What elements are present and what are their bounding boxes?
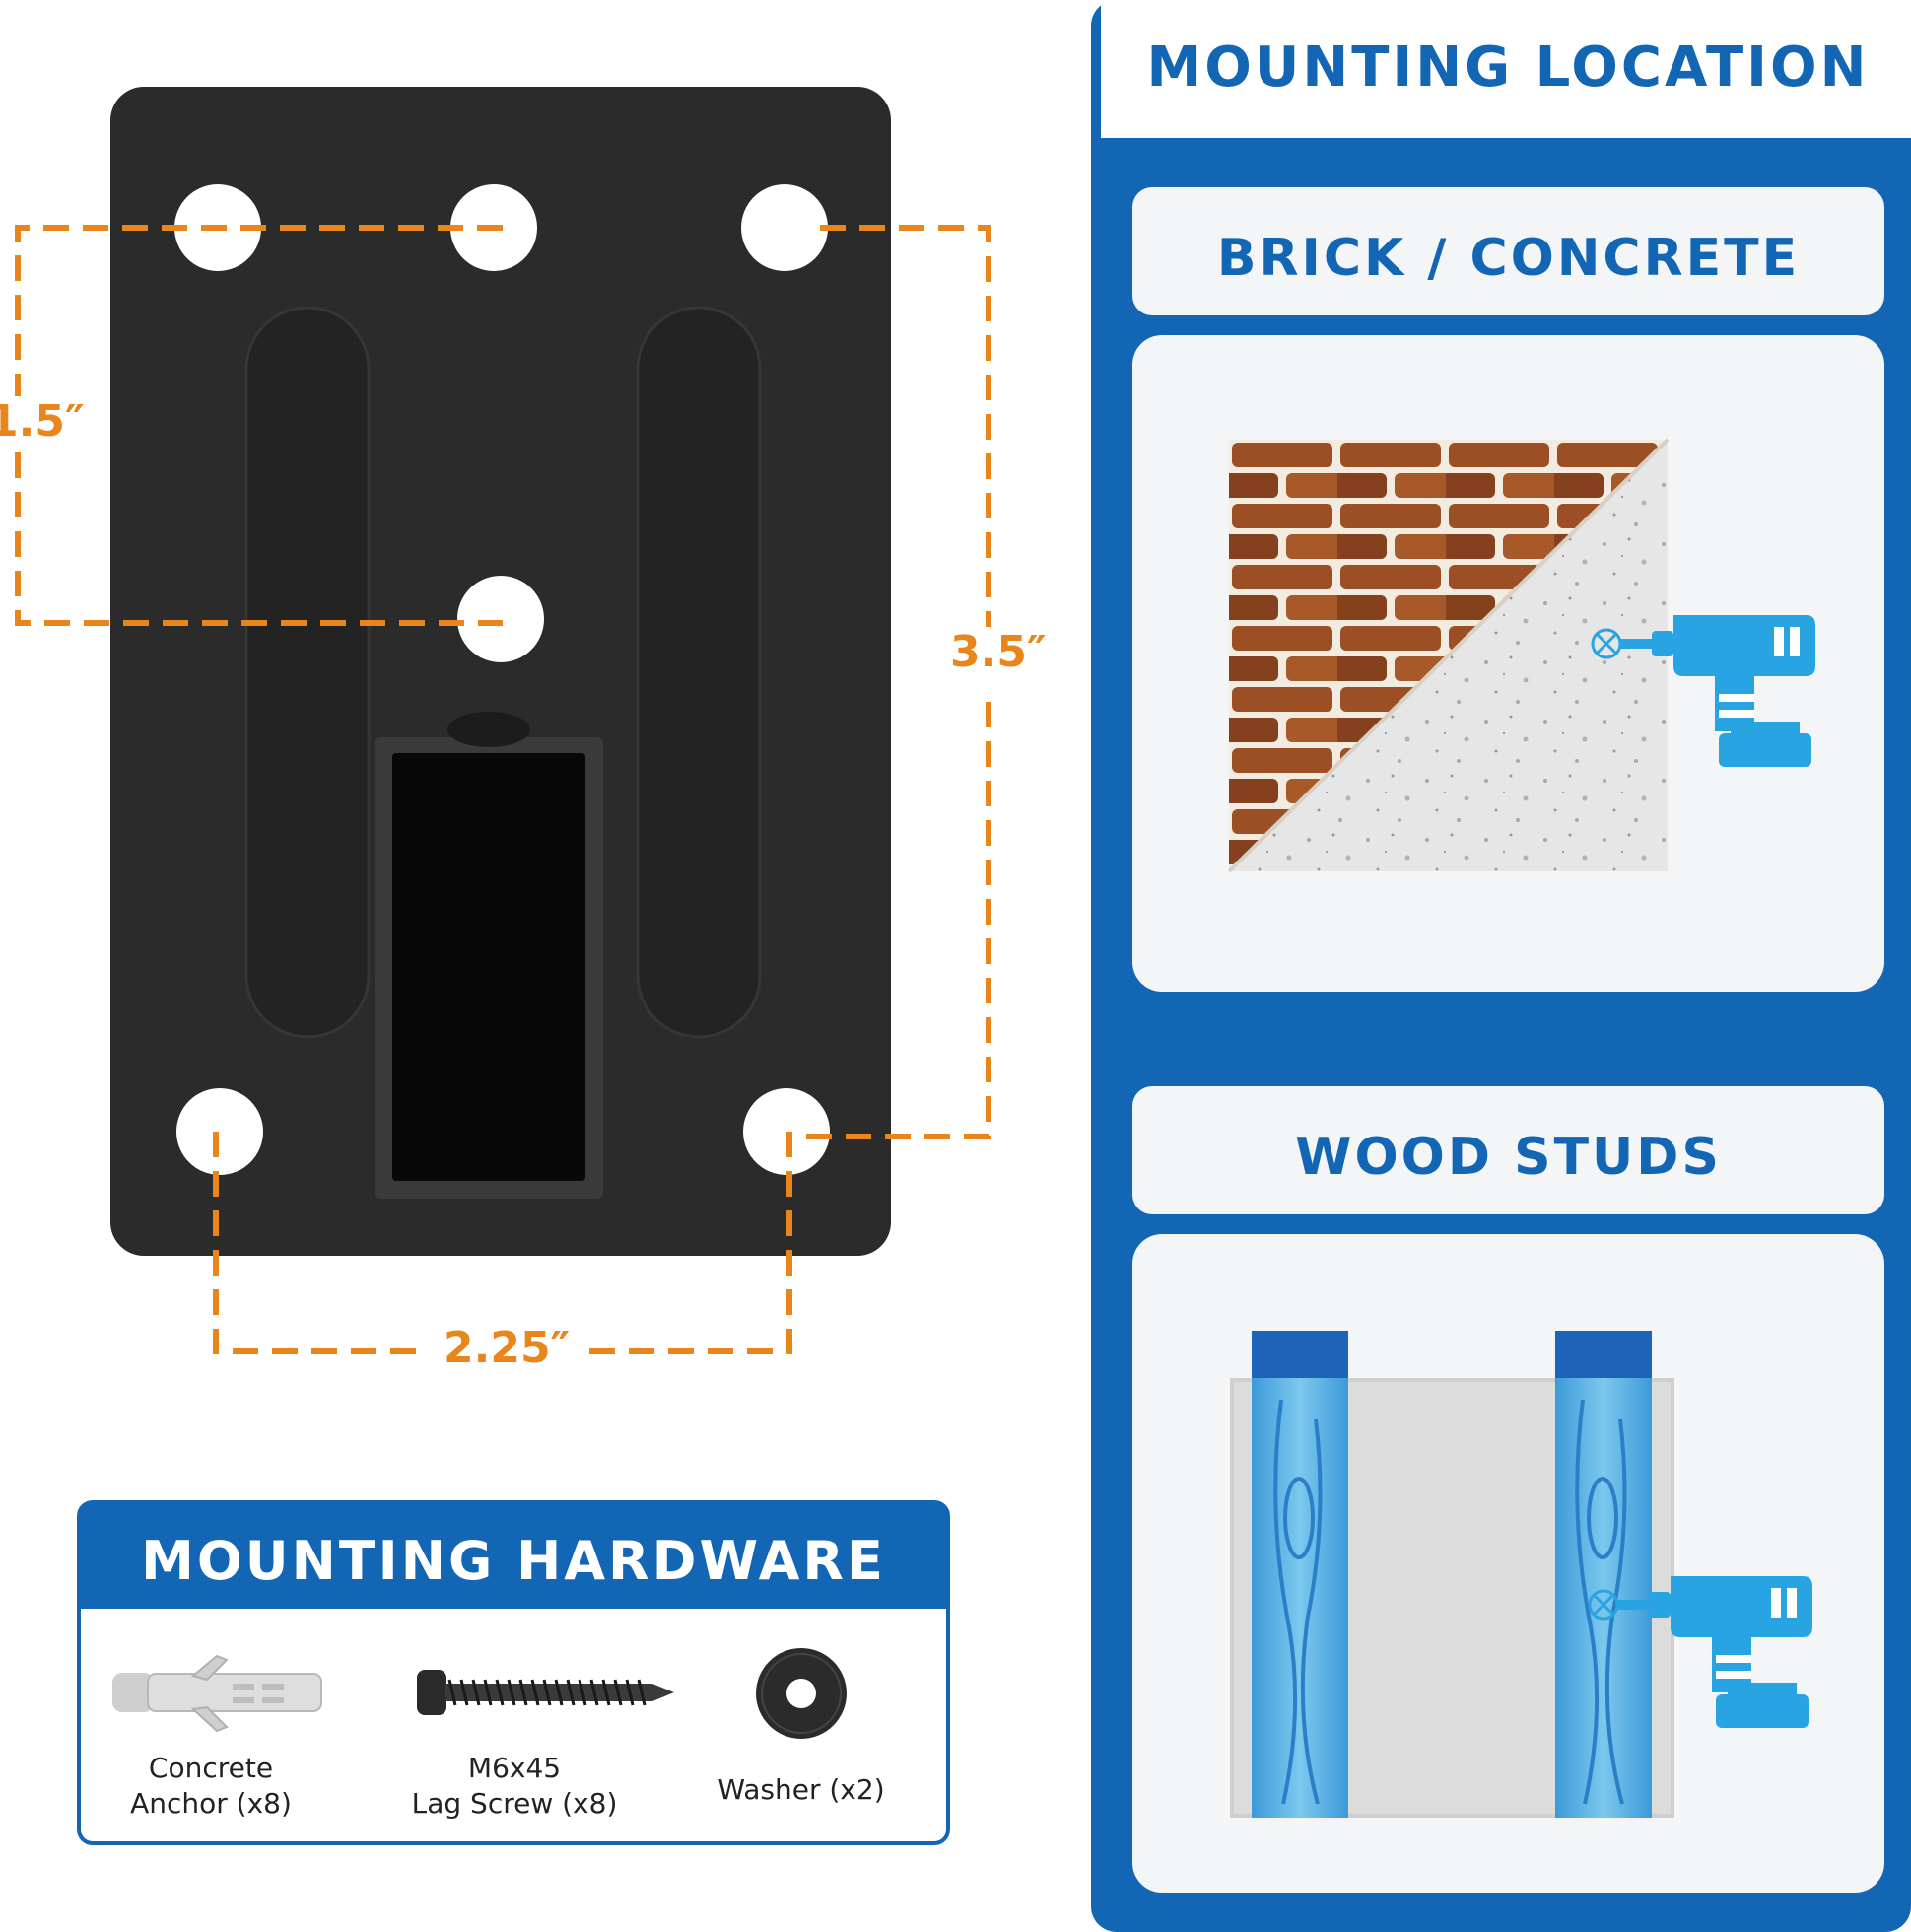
- mounting-plate: [110, 87, 891, 1256]
- mounting-hardware-box: [77, 1500, 950, 1845]
- dimension-label-right: 3.5″: [946, 627, 1051, 677]
- wood-studs-label: WOOD STUDS: [1295, 1128, 1722, 1187]
- hardware-item-washer: Washer (x2): [703, 1772, 900, 1808]
- wood-studs-illustration: [1230, 1331, 1674, 1818]
- mounting-hole: [741, 184, 828, 271]
- lag-screw-icon: [417, 1670, 674, 1715]
- mounting-hardware-title: MOUNTING HARDWARE: [141, 1530, 886, 1592]
- drill-icon: [1588, 1576, 1812, 1728]
- brick-concrete-illustration: [1227, 438, 1670, 873]
- dimension-label-bottom: 2.25″: [440, 1323, 575, 1373]
- hardware-item-qty: Anchor (x8): [130, 1787, 292, 1820]
- hardware-item-lag-screw: M6x45 Lag Screw (x8): [406, 1751, 623, 1822]
- hardware-item-name: M6x45: [467, 1752, 562, 1784]
- mounting-hole: [176, 1088, 263, 1175]
- dimension-label-top-left: 1.5″: [0, 396, 89, 447]
- drill-icon: [1591, 615, 1815, 767]
- washer-icon: [756, 1648, 847, 1739]
- hardware-item-concrete-anchor: Concrete Anchor (x8): [112, 1751, 309, 1822]
- hardware-item-name: Concrete: [148, 1752, 274, 1784]
- mounting-hole: [457, 576, 544, 662]
- hardware-item-qty: Lag Screw (x8): [411, 1787, 618, 1820]
- mounting-location-title: MOUNTING LOCATION: [1146, 35, 1870, 100]
- brick-concrete-label: BRICK / CONCRETE: [1216, 229, 1801, 288]
- hardware-item-name: Washer (x2): [717, 1773, 885, 1806]
- concrete-anchor-icon: [112, 1654, 322, 1733]
